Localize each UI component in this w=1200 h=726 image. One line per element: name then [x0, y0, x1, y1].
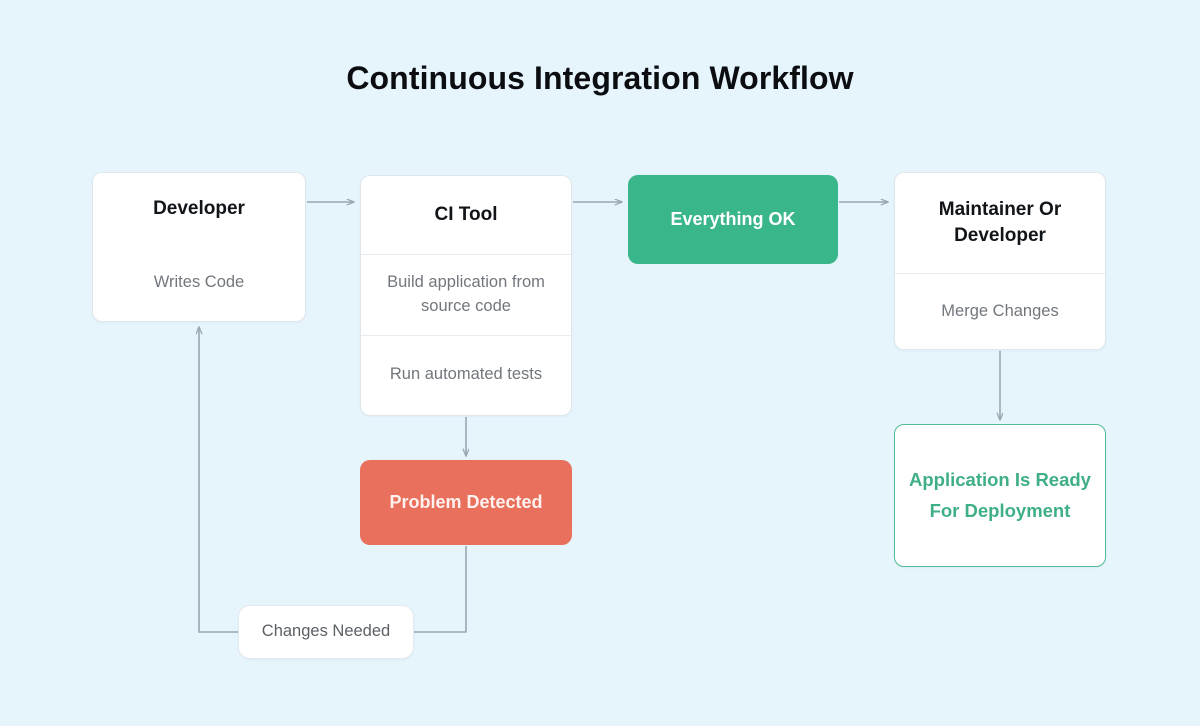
- node-problem-detected[interactable]: Problem Detected: [360, 460, 572, 545]
- node-ci-tool[interactable]: CI Tool Build application from source co…: [360, 175, 572, 416]
- node-problem-detected-label: Problem Detected: [389, 491, 543, 512]
- node-developer-title: Developer: [153, 198, 245, 220]
- node-ci-tool-section-1: Run automated tests: [361, 334, 571, 416]
- node-application-ready[interactable]: Application Is Ready For Deployment: [894, 424, 1106, 567]
- node-maintainer-section-0: Merge Changes: [895, 273, 1105, 349]
- edge-label-changes-needed-text: Changes Needed: [261, 622, 391, 641]
- node-application-ready-label: Application Is Ready For Deployment: [909, 469, 1091, 521]
- node-maintainer-title: Maintainer Or Developer: [938, 199, 1062, 246]
- node-developer[interactable]: Developer Writes Code: [92, 172, 306, 322]
- node-everything-ok-label: Everything OK: [670, 208, 796, 229]
- node-ci-tool-title: CI Tool: [434, 204, 498, 226]
- node-developer-section-0: Writes Code: [153, 273, 245, 292]
- node-ci-tool-section-0: Build application from source code: [361, 254, 571, 335]
- node-everything-ok[interactable]: Everything OK: [628, 175, 838, 264]
- page-title: Continuous Integration Workflow: [346, 60, 854, 96]
- node-maintainer-or-developer[interactable]: Maintainer Or Developer Merge Changes: [894, 172, 1106, 350]
- edge-label-changes-needed[interactable]: Changes Needed: [238, 605, 414, 659]
